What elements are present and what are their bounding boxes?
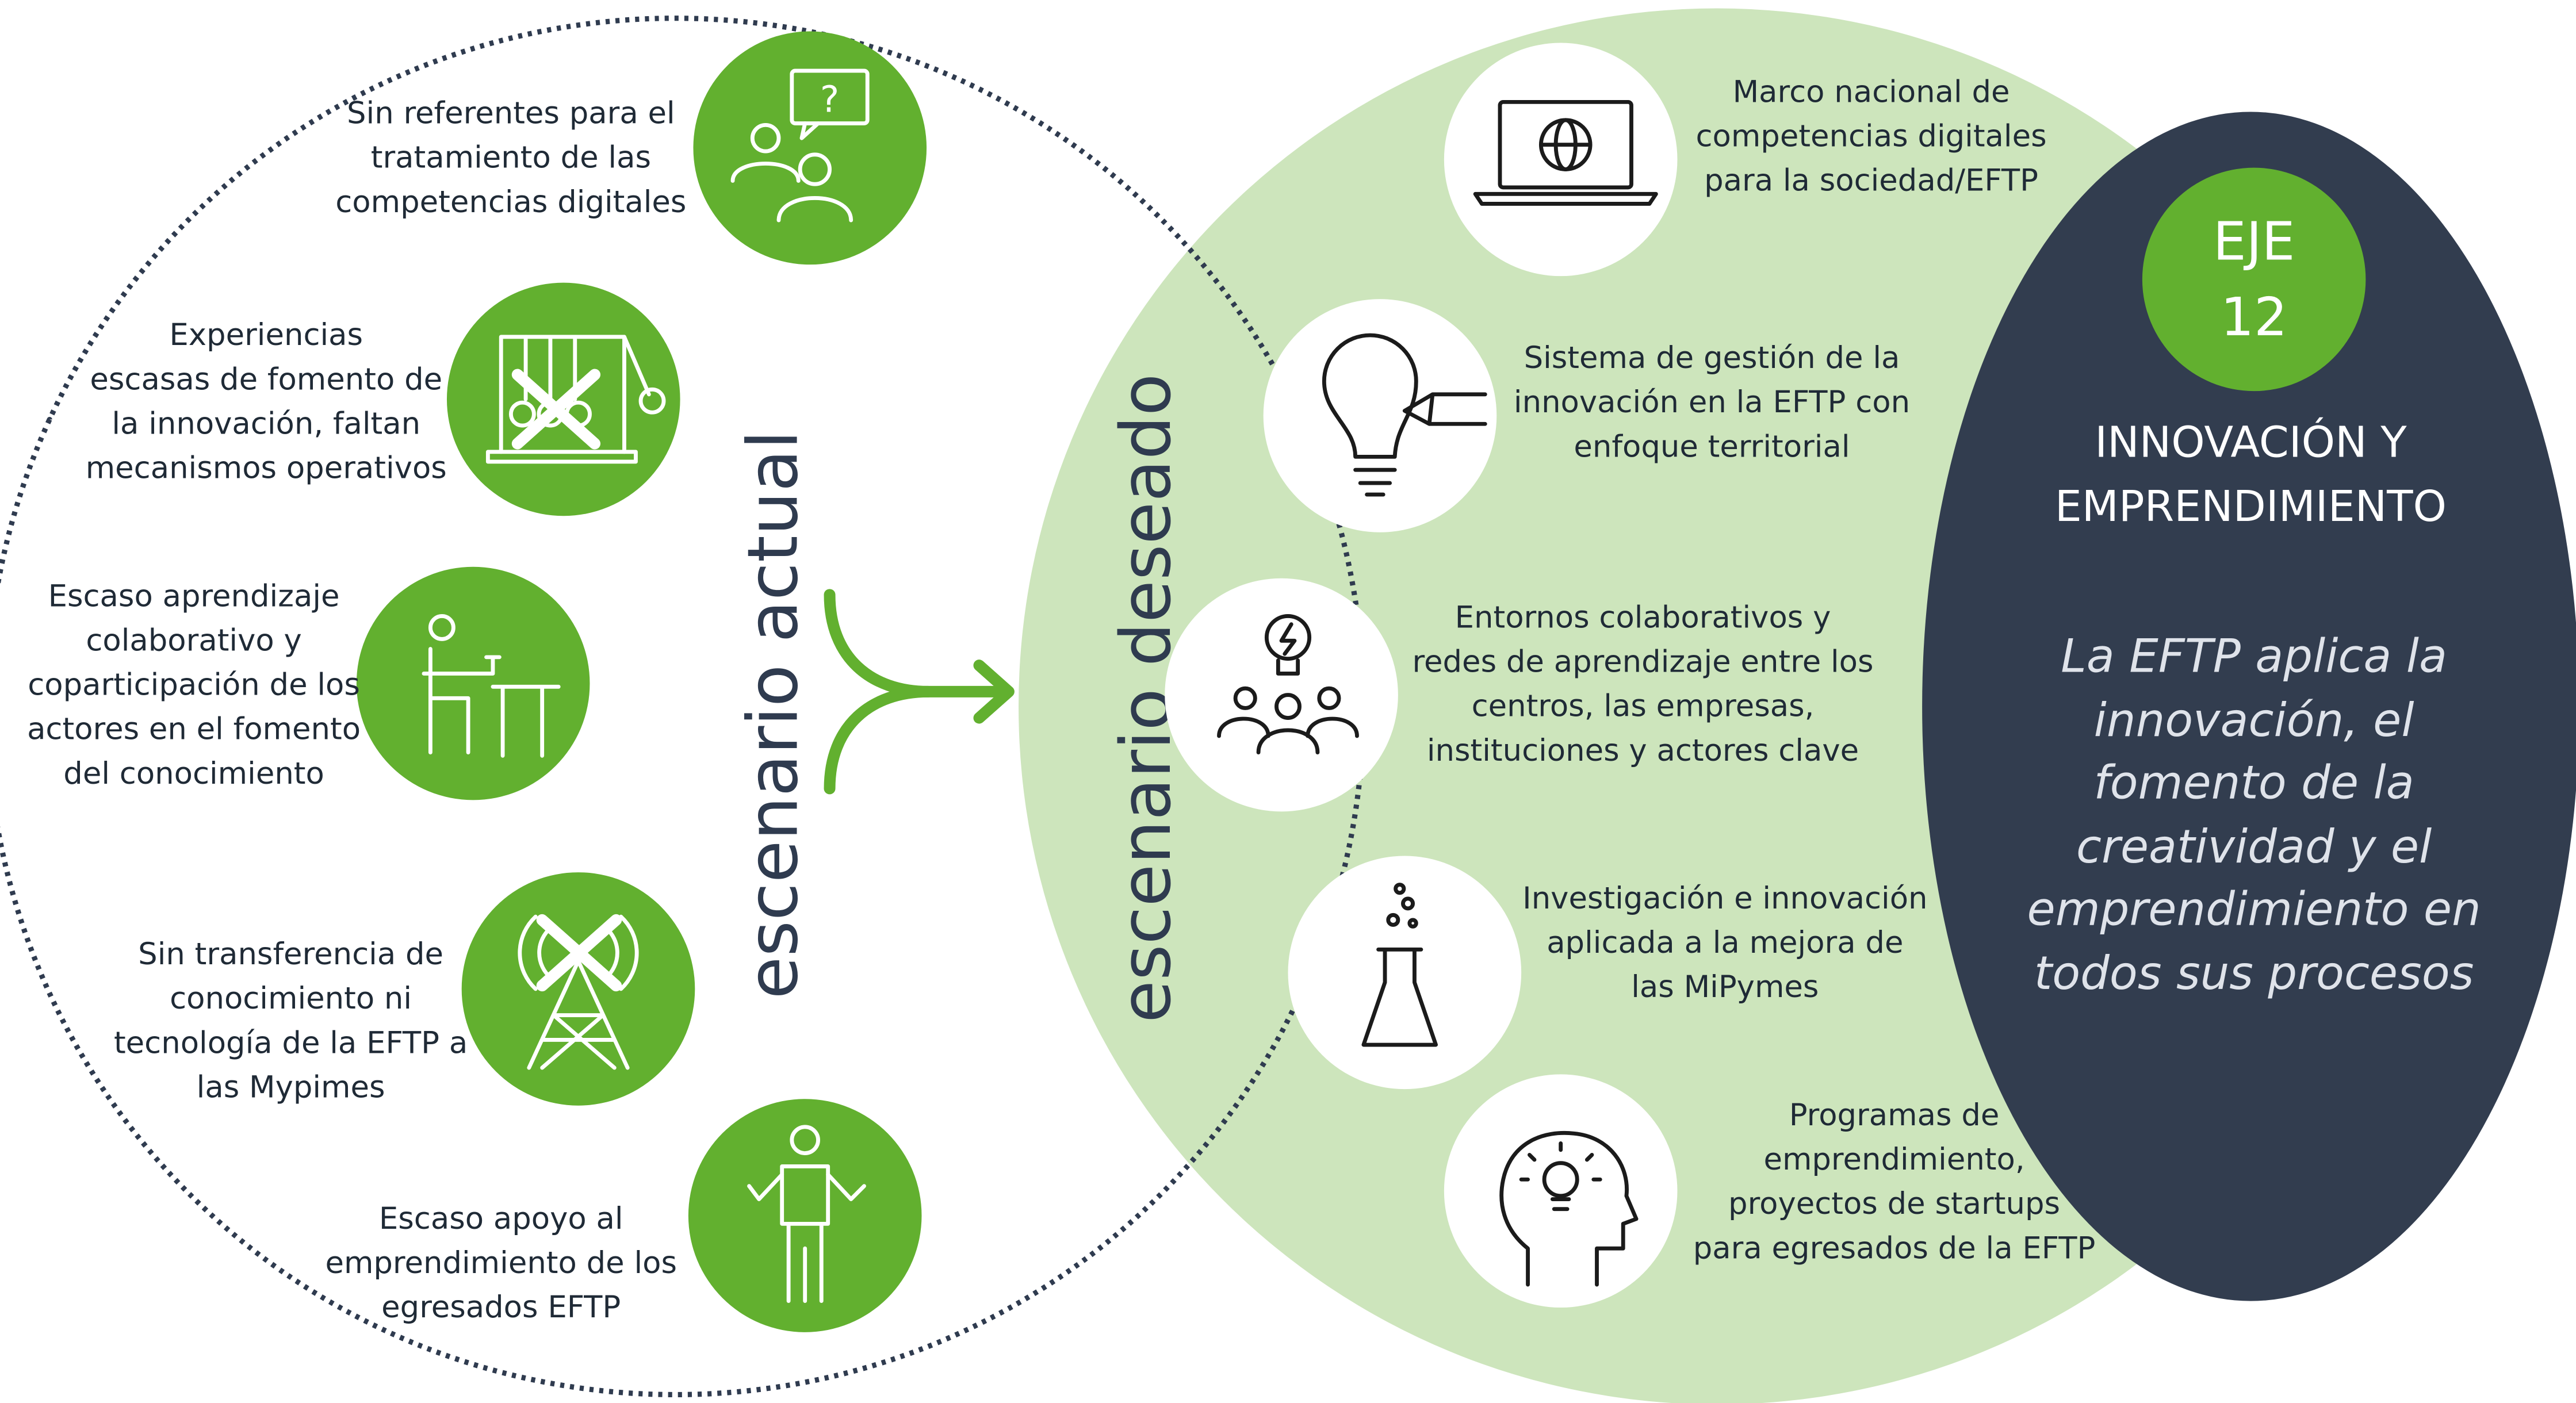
current-item-1: ? Sin referentes para el tratamiento de … — [335, 31, 927, 265]
current-scenario-title: escenario actual — [733, 430, 813, 999]
item-text-line: Investigación e innovación — [1522, 881, 1927, 916]
item-text-line: escasas de fomento de — [90, 362, 442, 397]
item-text-line: Sistema de gestión de la — [1524, 340, 1900, 375]
antenna-tower-crossed-icon — [518, 914, 639, 1070]
item-text-line: para la sociedad/EFTP — [1704, 163, 2038, 198]
axis-ellipse — [1922, 112, 2576, 1301]
item-text-line: emprendimiento de los — [325, 1245, 677, 1281]
item-text-line: las MiPymes — [1631, 969, 1819, 1005]
desired-item-2: Sistema de gestión de la innovación en l… — [1263, 299, 1910, 532]
axis-badge-label: EJE — [2213, 211, 2295, 273]
question-people-icon: ? — [730, 68, 870, 223]
desired-item-3: Entornos colaborativos y redes de aprend… — [1165, 578, 1874, 812]
item-text-line: actores en el fomento — [27, 712, 361, 747]
item-text-line: del conocimiento — [63, 756, 324, 791]
axis-statement-line: creatividad y el — [2076, 820, 2432, 873]
item-text-line: Programas de — [1789, 1098, 2000, 1133]
item-text-line: redes de aprendizaje entre los — [1412, 645, 1873, 680]
item-text-line: tecnología de la EFTP a — [114, 1025, 468, 1060]
item-text-line: Escaso apoyo al — [379, 1201, 623, 1236]
current-item-2: Experiencias escasas de fomento de la in… — [86, 282, 680, 516]
axis-statement-line: La EFTP aplica la — [2061, 630, 2447, 683]
laptop-globe-icon — [1473, 99, 1658, 206]
item-text-line: competencias digitales — [335, 185, 686, 220]
head-lightbulb-icon — [1499, 1131, 1639, 1287]
current-item-4: Sin transferencia de conocimiento ni tec… — [114, 872, 695, 1106]
item-text-line: aplicada a la mejora de — [1547, 925, 1903, 960]
item-text-line: Experiencias — [169, 317, 363, 352]
item-text-line: Sin transferencia de — [138, 937, 443, 972]
flask-icon — [1361, 883, 1438, 1047]
item-text-line: para egresados de la EFTP — [1693, 1230, 2096, 1266]
item-text-line: conocimiento ni — [170, 981, 412, 1016]
item-text-line: innovación en la EFTP con — [1514, 385, 1910, 420]
axis-badge-number: 12 — [2221, 286, 2287, 348]
axis-statement-line: todos sus procesos — [2034, 946, 2474, 1000]
current-item-3: Escaso aprendizaje colaborativo y copart… — [27, 566, 590, 800]
newton-cradle-crossed-icon — [485, 335, 666, 464]
group-idea-icon — [1217, 614, 1359, 754]
axis-title-line: INNOVACIÓN Y — [2095, 416, 2407, 467]
desired-item-1: Marco nacional de competencias digitales… — [1444, 43, 2047, 277]
item-text-line: las Mypimes — [197, 1070, 385, 1105]
lightbulb-pen-icon — [1322, 333, 1487, 497]
item-text-line: coparticipación de los — [28, 668, 360, 703]
desired-item-5: Programas de emprendimiento, proyectos d… — [1444, 1074, 2095, 1308]
item-text-line: instituciones y actores clave — [1427, 733, 1859, 768]
item-text-line: colaborativo y — [86, 623, 301, 658]
item-text-line: Sin referentes para el — [347, 96, 675, 131]
desired-item-4: Investigación e innovación aplicada a la… — [1288, 856, 1928, 1090]
item-text-line: enfoque territorial — [1574, 429, 1850, 464]
item-text-line: Marco nacional de — [1733, 74, 2010, 109]
item-text-line: Escaso aprendizaje — [48, 578, 340, 614]
item-text-line: centros, las empresas, — [1472, 689, 1815, 724]
transition-arrow-icon — [824, 589, 1015, 795]
item-text-line: Entornos colaborativos y — [1455, 600, 1831, 635]
item-text-line: tratamiento de las — [371, 140, 651, 175]
person-at-desk-icon — [422, 614, 561, 758]
item-text-line: emprendimiento, — [1763, 1142, 2024, 1177]
axis-statement-line: innovación, el — [2094, 693, 2414, 747]
item-text-line: proyectos de startups — [1728, 1186, 2060, 1221]
item-text-line: mecanismos operativos — [86, 451, 447, 486]
axis-title-line: EMPRENDIMIENTO — [2055, 481, 2447, 531]
axis-statement-line: fomento de la — [2094, 756, 2414, 810]
person-shrug-icon — [747, 1125, 866, 1304]
current-item-5: Escaso apoyo al emprendimiento de los eg… — [325, 1099, 922, 1332]
item-text-line: la innovación, faltan — [112, 406, 420, 441]
item-text-line: competencias digitales — [1695, 119, 2046, 154]
item-text-line: egresados EFTP — [381, 1290, 621, 1325]
svg-text:?: ? — [820, 79, 839, 121]
axis-statement-line: emprendimiento en — [2027, 882, 2481, 936]
axis-badge — [2142, 167, 2366, 392]
